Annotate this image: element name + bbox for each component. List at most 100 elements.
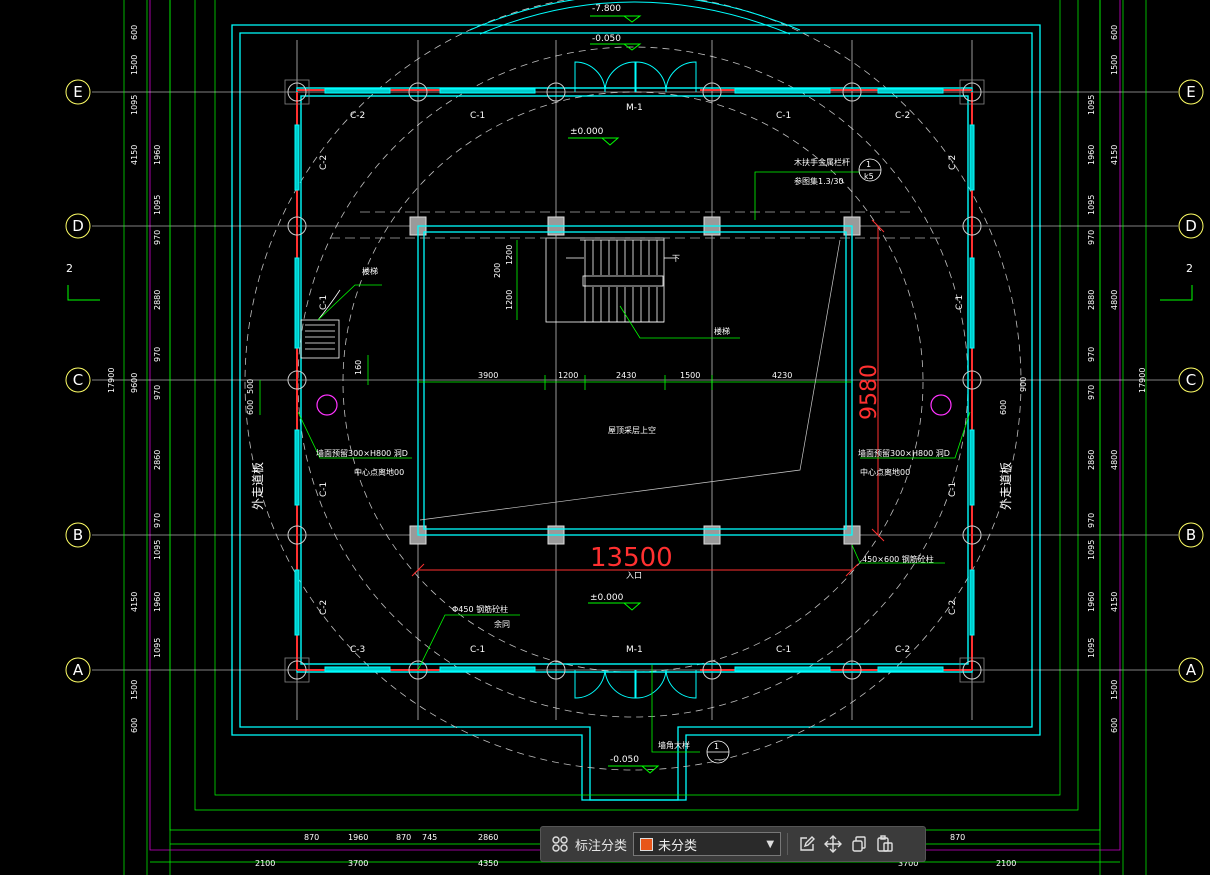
window-label: C-3 [350,645,365,655]
left-dim-text: 970 [153,385,162,400]
detail-ref-bottom: 1 [714,742,719,751]
left-dim-text: 1500 [130,680,139,700]
right-dim-text: 600 [1110,718,1119,733]
right-window-dim: 600 [999,400,1008,415]
window-label: C-2 [895,645,910,655]
window-label: C-2 [319,155,329,170]
bottom-note: 墙角大样 [658,740,690,750]
side-stair [300,289,341,359]
stair-dim-text: 1200 [505,245,514,265]
left-window-dim: 600 [246,400,255,415]
big-dim-horizontal [411,563,859,577]
window-label: C-1 [948,482,958,497]
section-mark-left [67,285,100,301]
diagonal-leader [419,239,841,521]
axis-label-left-c: C [73,371,83,389]
bottom-dim-text: 3700 [348,859,368,868]
drain-left: 外走道板 [251,462,265,510]
left-dim-text: 1095 [153,638,162,658]
window-label: C-2 [350,111,365,121]
big-dim-13500: 13500 [590,543,673,573]
chevron-down-icon: ▼ [766,838,775,850]
void-label: 屋顶采层上空 [608,425,656,435]
window-label: C-2 [895,111,910,121]
toolbar-divider [787,833,789,855]
inner-dim-line [418,375,852,390]
axis-label-right-d: D [1185,217,1197,235]
grid-apps-icon[interactable] [547,831,573,857]
bottom-dim-text: 2100 [255,859,275,868]
inner-void-walls [417,225,853,536]
right-dim-text: 2860 [1087,450,1096,470]
right-dim-text: 970 [1087,513,1096,528]
right-dim-text: 970 [1087,347,1096,362]
edit-icon[interactable] [794,831,820,857]
left-dim-text: 600 [130,718,139,733]
right-dim-chain-lines [1099,0,1147,875]
left-dim-text: 9600 [130,373,139,393]
window-label: C-1 [776,111,791,121]
bottom-dim-text: 870 [396,833,411,842]
wall-hole-right-1: 墙面预留300×H800 洞D [858,448,950,458]
axis-label-right-e: E [1186,83,1195,101]
inner-dim-text: 2430 [616,371,636,380]
stair-down: 下 [672,254,680,263]
bottom-dim-text: 870 [950,833,965,842]
door-label-bottom: M-1 [626,645,643,655]
right-dim-text: 1960 [1087,145,1096,165]
top-arc [469,0,801,35]
right-dim-text: 600 [1110,25,1119,40]
stair-label-center: 楼梯 [714,326,730,336]
left-window-dim: 160 [354,360,363,375]
window-label: C-1 [319,482,329,497]
bottom-dim-text: 3700 [898,859,918,868]
annotation-leaders [297,171,971,753]
elev-top-2: -0.050 [592,34,621,44]
move-icon[interactable] [820,831,846,857]
railing-note-2: 参图集1.3/30 [794,176,844,186]
overall-dim-right: 17900 [1138,368,1147,393]
window-label: C-1 [776,645,791,655]
overall-dim-left: 17900 [107,368,116,393]
right-dim-text: 4800 [1110,450,1119,470]
col-note: 450×600 钢筋砼柱 [862,554,934,564]
big-dim-13500-sub: 入口 [626,571,642,580]
right-dim-text: 970 [1087,385,1096,400]
right-dim-text: 1095 [1087,540,1096,560]
axis-label-right-a: A [1186,661,1197,679]
category-color-swatch [640,837,654,851]
right-dim-text: 4800 [1110,290,1119,310]
right-dim-text: 900 [1019,377,1028,392]
axis-label-left-e: E [73,83,82,101]
wall-hole-left-2: 中心点离地00 [354,467,404,477]
right-dim-text: 1095 [1087,95,1096,115]
section-mark-right-label: 2 [1186,262,1193,275]
window-label: C-1 [470,645,485,655]
window-label: C-1 [955,295,965,310]
axis-label-left-d: D [72,217,84,235]
left-dim-text: 1960 [153,145,162,165]
bottom-dim-text: 2100 [996,859,1016,868]
category-dropdown[interactable]: 未分类 ▼ [633,832,782,856]
paste-icon[interactable] [872,831,898,857]
windows [294,88,975,672]
inner-dim-text: 1500 [680,371,700,380]
right-dim-text: 1095 [1087,195,1096,215]
round-column-boxes [284,79,985,683]
left-dim-text: 1500 [130,55,139,75]
side-holes [316,394,952,416]
bottom-dim-text: 1960 [348,833,368,842]
window-label: C-2 [948,600,958,615]
inner-dim-text: 1200 [558,371,578,380]
copy-icon[interactable] [846,831,872,857]
axis-label-left-a: A [73,661,84,679]
axis-label-left-b: B [73,526,83,544]
bottom-dim-text: 4350 [478,859,498,868]
left-dim-text: 4150 [130,592,139,612]
right-dim-text: 2880 [1087,290,1096,310]
left-dim-text: 1095 [130,95,139,115]
right-dim-text: 4150 [1110,145,1119,165]
door-label-top: M-1 [626,103,643,113]
